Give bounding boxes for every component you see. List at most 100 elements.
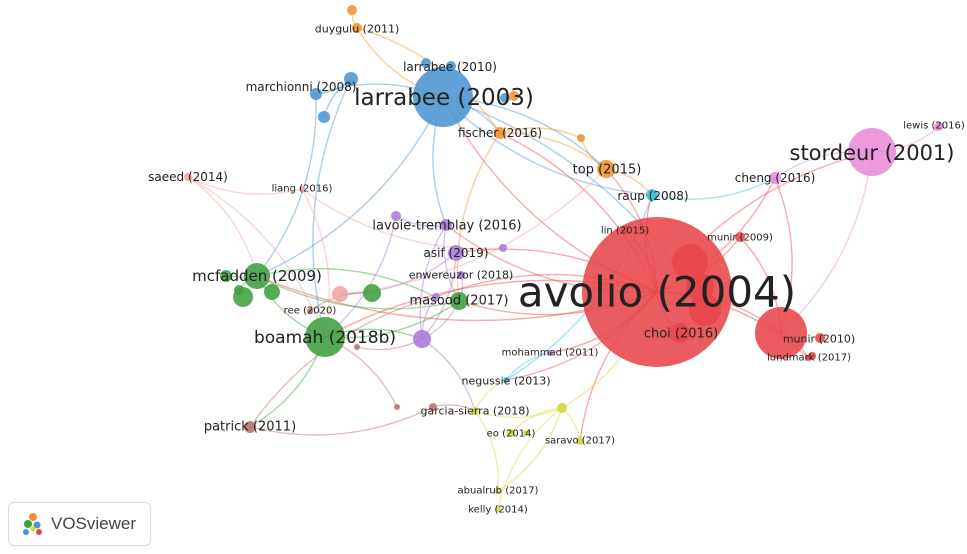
node-top2015[interactable] <box>597 160 615 178</box>
node-unlabeled-purple[interactable] <box>391 211 401 221</box>
node-label-enwereuzor2018[interactable]: enwereuzor (2018) <box>409 269 514 282</box>
node-unlabeled-brown[interactable] <box>354 344 360 350</box>
node-unlabeled-green[interactable] <box>220 270 232 282</box>
edge-fischer2016-top2015 <box>499 132 607 170</box>
node-unlabeled-brown[interactable] <box>394 404 400 410</box>
node-stordeur2001[interactable] <box>848 128 896 176</box>
node-marchionni2008[interactable] <box>310 88 322 100</box>
node-kelly2014[interactable] <box>495 506 501 512</box>
node-saeed2014[interactable] <box>184 173 192 181</box>
node-patrick2011[interactable] <box>244 421 256 433</box>
node-enwereuzor2018[interactable] <box>457 271 465 279</box>
edge-saeed2014-liang2016 <box>187 176 303 195</box>
node-abualrub2017[interactable] <box>495 488 501 494</box>
node-label-lundmark2017[interactable]: lundmark (2017) <box>767 353 851 364</box>
node-label-duygulu2011[interactable]: duygulu (2011) <box>315 23 400 36</box>
node-mohammad2011[interactable] <box>547 350 553 356</box>
edge-fischer2016-x15 <box>499 127 582 139</box>
edge-larrabee2003-mcfadden2009 <box>256 96 444 277</box>
node-masood2017[interactable] <box>450 292 468 310</box>
node-label-larrabee2003[interactable]: larrabee (2003) <box>354 85 534 111</box>
node-cheng2016[interactable] <box>769 172 781 184</box>
node-garciasierra2018[interactable] <box>471 407 479 415</box>
node-munir2009[interactable] <box>735 232 745 242</box>
node-label-negussie2013[interactable]: negussie (2013) <box>461 375 550 388</box>
node-label-patrick2011[interactable]: patrick (2011) <box>204 420 296 435</box>
node-label-munir2009[interactable]: munir (2009) <box>707 233 773 244</box>
edge-x17-garciasierra2018 <box>421 338 476 412</box>
node-lewis2016[interactable] <box>936 122 944 130</box>
node-label-garciasierra2018[interactable]: garcia-sierra (2018) <box>420 405 529 418</box>
node-unlabeled-green[interactable] <box>363 284 381 302</box>
node-larrabee2003[interactable] <box>413 67 473 127</box>
node-label-choi2016[interactable]: choi (2016) <box>644 327 718 342</box>
node-unlabeled-orange[interactable] <box>509 91 519 101</box>
node-unlabeled-green[interactable] <box>264 284 280 300</box>
node-larrabee2010[interactable] <box>446 61 456 71</box>
node-unlabeled-yellow[interactable] <box>523 430 529 436</box>
node-unlabeled-salmon[interactable] <box>332 286 348 302</box>
node-label-fischer2016[interactable]: fischer (2016) <box>458 126 542 140</box>
node-asif2019[interactable] <box>448 245 464 261</box>
node-unlabeled-purple[interactable] <box>499 244 507 252</box>
node-label-lin2015[interactable]: lin (2015) <box>601 226 649 237</box>
node-liang2016[interactable] <box>299 186 305 192</box>
node-label-cheng2016[interactable]: cheng (2016) <box>735 171 816 185</box>
node-label-saravo2017[interactable]: saravo (2017) <box>545 436 615 447</box>
node-ree2020[interactable] <box>307 308 313 314</box>
node-label-ree2020[interactable]: ree (2020) <box>284 306 337 317</box>
edge-garciasierra2018-x25 <box>474 407 563 419</box>
node-raup2008[interactable] <box>646 189 658 201</box>
node-saravo2017[interactable] <box>576 437 584 445</box>
node-label-boamah2018b[interactable]: boamah (2018b) <box>254 328 396 348</box>
node-unlabeled-orange[interactable] <box>347 5 357 15</box>
node-unlabeled-brown[interactable] <box>429 403 437 411</box>
node-unlabeled-purple[interactable] <box>413 330 431 348</box>
node-label-masood2017[interactable]: masood (2017) <box>410 294 509 309</box>
vosviewer-logo: VOSviewer <box>8 502 151 546</box>
node-unlabeled-yellow[interactable] <box>557 403 567 413</box>
node-negussie2013[interactable] <box>503 377 509 383</box>
nodes-layer <box>184 5 944 512</box>
node-label-asif2019[interactable]: asif (2019) <box>424 246 489 260</box>
node-label-lewis2016[interactable]: lewis (2016) <box>903 121 965 132</box>
node-eo2014[interactable] <box>507 429 515 437</box>
node-lin2015[interactable] <box>621 226 629 234</box>
node-label-kelly2014[interactable]: kelly (2014) <box>468 505 528 516</box>
node-unlabeled-green[interactable] <box>234 285 244 295</box>
node-choi2016[interactable] <box>670 323 690 343</box>
node-unlabeled-blue[interactable] <box>500 93 510 103</box>
node-label-lavoie2016[interactable]: lavoie-tremblay (2016) <box>372 219 521 234</box>
node-label-mcfadden2009[interactable]: mcfadden (2009) <box>192 267 322 285</box>
node-duygulu2011[interactable] <box>352 23 362 33</box>
node-label-stordeur2001[interactable]: stordeur (2001) <box>790 141 955 165</box>
node-unlabeled-blue[interactable] <box>344 72 358 86</box>
node-label-saeed2014[interactable]: saeed (2014) <box>148 170 228 184</box>
node-boamah2018b[interactable] <box>305 317 345 357</box>
node-unlabeled-blue[interactable] <box>318 111 330 123</box>
node-label-raup2008[interactable]: raup (2008) <box>617 189 688 203</box>
edge-saeed2014-mcfadden2009 <box>187 176 258 277</box>
node-label-munir2010[interactable]: munir (2010) <box>783 333 855 346</box>
node-label-top2015[interactable]: top (2015) <box>573 163 642 178</box>
node-label-marchionni2008[interactable]: marchionni (2008) <box>246 80 357 94</box>
node-fischer2016[interactable] <box>494 127 506 139</box>
node-unlabeled-purple[interactable] <box>432 293 440 301</box>
node-label-abualrub2017[interactable]: abualrub (2017) <box>458 486 539 497</box>
node-lavoie2016[interactable] <box>440 219 452 231</box>
node-munir2010[interactable] <box>755 307 807 359</box>
node-avolio2004[interactable] <box>582 217 732 367</box>
node-unlabeled-orange[interactable] <box>577 134 585 142</box>
labels-layer: avolio (2004) choi (2016) munir (2010) muni… <box>148 23 965 516</box>
edge-negussie2013-mohammad2011 <box>505 352 551 381</box>
node-label-liang2016[interactable]: liang (2016) <box>272 184 333 195</box>
node-unlabeled-red[interactable] <box>815 333 825 343</box>
node-unlabeled-blue[interactable] <box>421 58 431 68</box>
node-label-avolio2004[interactable]: avolio (2004) <box>518 268 796 317</box>
node-label-larrabee2010[interactable]: larrabee (2010) <box>403 60 497 74</box>
node-lundmark2017[interactable] <box>805 355 811 361</box>
node-mcfadden2009[interactable] <box>244 263 270 289</box>
node-label-mohammad2011[interactable]: mohammad (2011) <box>502 348 599 359</box>
node-label-eo2014[interactable]: eo (2014) <box>487 429 536 440</box>
